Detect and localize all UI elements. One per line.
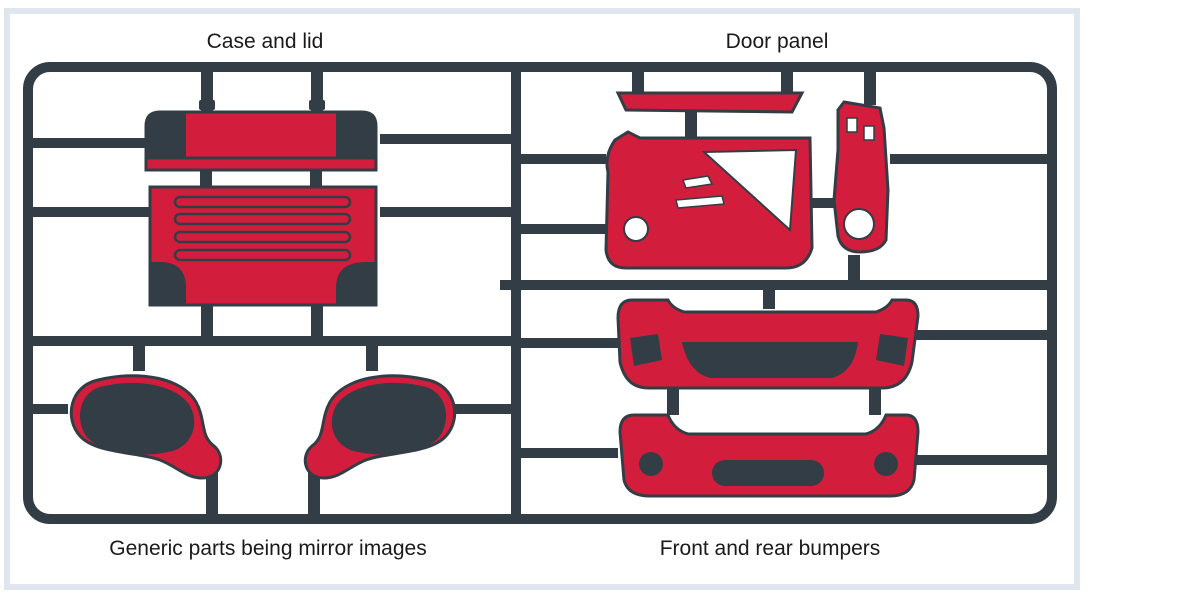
front-bumper-part [616,298,920,390]
label-bumpers: Front and rear bumpers [659,537,881,560]
label-mirror-parts: Generic parts being mirror images [109,537,427,560]
door-side-panel-part [832,100,890,254]
door-panel-part [604,130,814,270]
rear-bumper-part [618,413,920,498]
case-lid-part [144,110,378,172]
mirror-right-part [303,374,457,480]
mirror-left-part [69,374,223,480]
label-door-panel: Door panel [725,30,829,53]
case-body-part [148,185,378,307]
door-trim-strip-part [615,91,805,114]
label-case-and-lid: Case and lid [206,30,324,53]
sprue-gates [28,67,1052,519]
